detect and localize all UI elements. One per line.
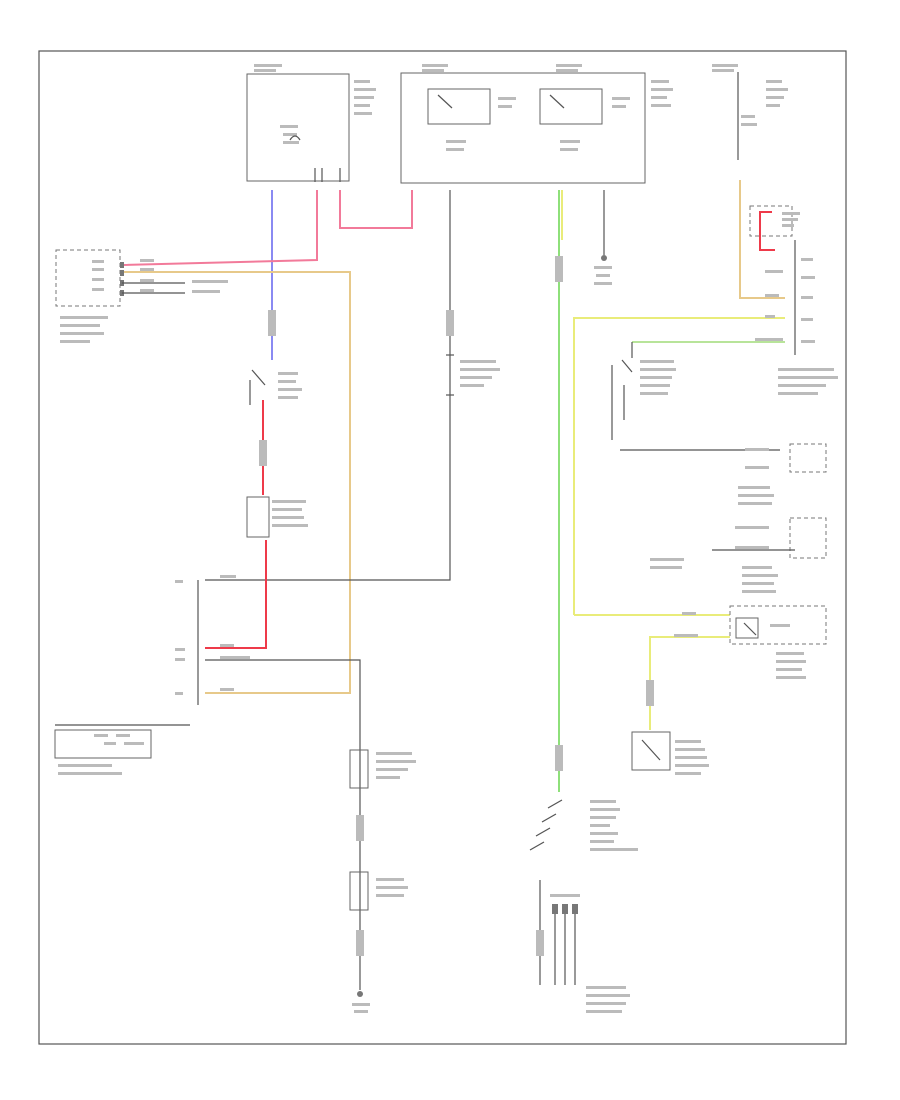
fuse-box-top-left bbox=[246, 64, 376, 182]
junction-bottom-center bbox=[349, 871, 408, 911]
relay-block-center bbox=[400, 64, 673, 184]
junction-lower-center bbox=[349, 749, 416, 789]
wire-yellow-right bbox=[573, 317, 785, 615]
body-control-module-pins bbox=[175, 575, 250, 705]
ground-bottom bbox=[352, 991, 370, 1013]
transmission-switch bbox=[529, 799, 638, 1013]
wire-tan-left bbox=[120, 271, 351, 694]
stop-switch-left bbox=[249, 369, 302, 405]
wire-tan-right bbox=[739, 180, 785, 299]
connector-right-upper bbox=[749, 205, 838, 395]
ground-top-center bbox=[594, 255, 612, 285]
fuse-top-right bbox=[712, 64, 788, 160]
diagram-frame bbox=[38, 50, 847, 1045]
junction-center-upper bbox=[446, 354, 500, 396]
wire-yellow-sensor bbox=[649, 636, 730, 730]
module-box-lower-left bbox=[54, 724, 190, 775]
wire-black-lower bbox=[205, 659, 361, 990]
wire-tags bbox=[140, 256, 654, 956]
wire-black-relay bbox=[205, 190, 451, 581]
wire-pink-left bbox=[121, 190, 318, 266]
wire-pink-jumper bbox=[339, 190, 413, 229]
wire-red-lower bbox=[205, 540, 267, 649]
brake-light-switch bbox=[611, 342, 780, 451]
sensor-lower-right bbox=[631, 731, 709, 775]
brake-switch-right bbox=[674, 605, 827, 679]
power-source-connector-left bbox=[55, 249, 228, 343]
junction-connectors-right bbox=[650, 443, 827, 593]
junction-connector-left bbox=[246, 496, 308, 538]
